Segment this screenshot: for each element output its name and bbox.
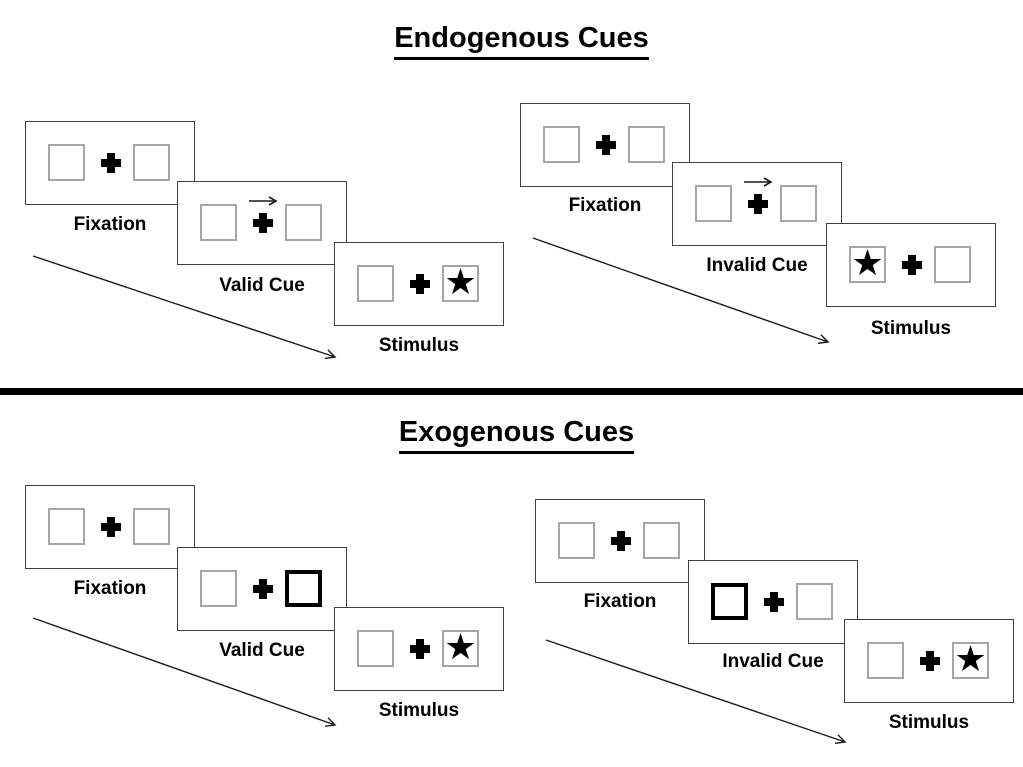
fixation-cross-icon bbox=[253, 213, 273, 233]
fixation-panel bbox=[535, 499, 705, 583]
invalid-cue-panel bbox=[688, 560, 858, 644]
placeholder-box-left bbox=[543, 126, 580, 163]
timeline-arrow bbox=[32, 617, 337, 727]
target-box-right: ★ bbox=[442, 261, 479, 303]
placeholder-box-right bbox=[780, 185, 817, 222]
placeholder-box-left bbox=[357, 630, 394, 667]
panel-label-fixation: Fixation bbox=[73, 214, 147, 235]
placeholder-box-left bbox=[867, 642, 904, 679]
cue-box-left bbox=[711, 583, 748, 620]
fixation-cross-icon bbox=[611, 531, 631, 551]
stimulus-panel: ★ bbox=[334, 607, 504, 691]
placeholder-box-right bbox=[133, 508, 170, 545]
stimulus-panel: ★ bbox=[334, 242, 504, 326]
panel-label-stimulus: Stimulus bbox=[870, 318, 952, 339]
panel-label-invalid-cue: Invalid Cue bbox=[722, 651, 824, 672]
target-box-right: ★ bbox=[952, 638, 989, 680]
panel-label-stimulus: Stimulus bbox=[378, 700, 460, 721]
section-header-exogenous: Exogenous Cues bbox=[10, 416, 1023, 455]
placeholder-box-left bbox=[558, 522, 595, 559]
target-star-icon: ★ bbox=[851, 242, 884, 284]
cue-box-right bbox=[285, 570, 322, 607]
placeholder-box-right bbox=[643, 522, 680, 559]
timeline-arrow bbox=[545, 639, 847, 745]
fixation-panel bbox=[25, 485, 195, 569]
placeholder-box-left bbox=[200, 204, 237, 241]
panel-label-valid-cue: Valid Cue bbox=[219, 640, 305, 661]
panel-label-stimulus: Stimulus bbox=[888, 712, 970, 733]
placeholder-box-left bbox=[48, 508, 85, 545]
arrow-right-cue-icon bbox=[249, 196, 278, 206]
fixation-cross-icon bbox=[253, 579, 273, 599]
placeholder-box-right bbox=[133, 144, 170, 181]
placeholder-box-left bbox=[357, 265, 394, 302]
placeholder-box-left bbox=[695, 185, 732, 222]
valid-cue-panel bbox=[177, 547, 347, 631]
section-header-endogenous: Endogenous Cues bbox=[20, 22, 1023, 61]
panel-label-valid-cue: Valid Cue bbox=[219, 275, 305, 296]
section-title-endogenous: Endogenous Cues bbox=[394, 22, 649, 61]
target-star-icon: ★ bbox=[444, 261, 477, 303]
fixation-cross-icon bbox=[596, 135, 616, 155]
fixation-cross-icon bbox=[902, 255, 922, 275]
fixation-cross-icon bbox=[764, 592, 784, 612]
fixation-cross-icon bbox=[410, 639, 430, 659]
placeholder-box-right bbox=[628, 126, 665, 163]
timeline-arrow bbox=[32, 255, 337, 360]
valid-cue-panel bbox=[177, 181, 347, 265]
stimulus-panel: ★ bbox=[844, 619, 1014, 703]
invalid-cue-panel bbox=[672, 162, 842, 246]
fixation-cross-icon bbox=[410, 274, 430, 294]
target-box-right: ★ bbox=[442, 626, 479, 668]
section-title-exogenous: Exogenous Cues bbox=[398, 416, 635, 455]
fixation-cross-icon bbox=[748, 194, 768, 214]
arrow-right-cue-icon bbox=[744, 177, 773, 187]
stimulus-panel: ★ bbox=[826, 223, 996, 307]
panel-label-stimulus: Stimulus bbox=[378, 335, 460, 356]
placeholder-box-right bbox=[934, 246, 971, 283]
fixation-panel bbox=[520, 103, 690, 187]
section-divider bbox=[0, 388, 1023, 395]
placeholder-box-left bbox=[48, 144, 85, 181]
timeline-arrow bbox=[532, 237, 830, 344]
fixation-cross-icon bbox=[101, 517, 121, 537]
target-box-left: ★ bbox=[849, 242, 886, 284]
panel-label-invalid-cue: Invalid Cue bbox=[706, 255, 808, 276]
panel-label-fixation: Fixation bbox=[73, 578, 147, 599]
panel-label-fixation: Fixation bbox=[568, 195, 642, 216]
fixation-cross-icon bbox=[920, 651, 940, 671]
fixation-panel bbox=[25, 121, 195, 205]
placeholder-box-left bbox=[200, 570, 237, 607]
target-star-icon: ★ bbox=[954, 638, 987, 680]
target-star-icon: ★ bbox=[444, 626, 477, 668]
placeholder-box-right bbox=[285, 204, 322, 241]
placeholder-box-right bbox=[796, 583, 833, 620]
panel-label-fixation: Fixation bbox=[583, 591, 657, 612]
fixation-cross-icon bbox=[101, 153, 121, 173]
